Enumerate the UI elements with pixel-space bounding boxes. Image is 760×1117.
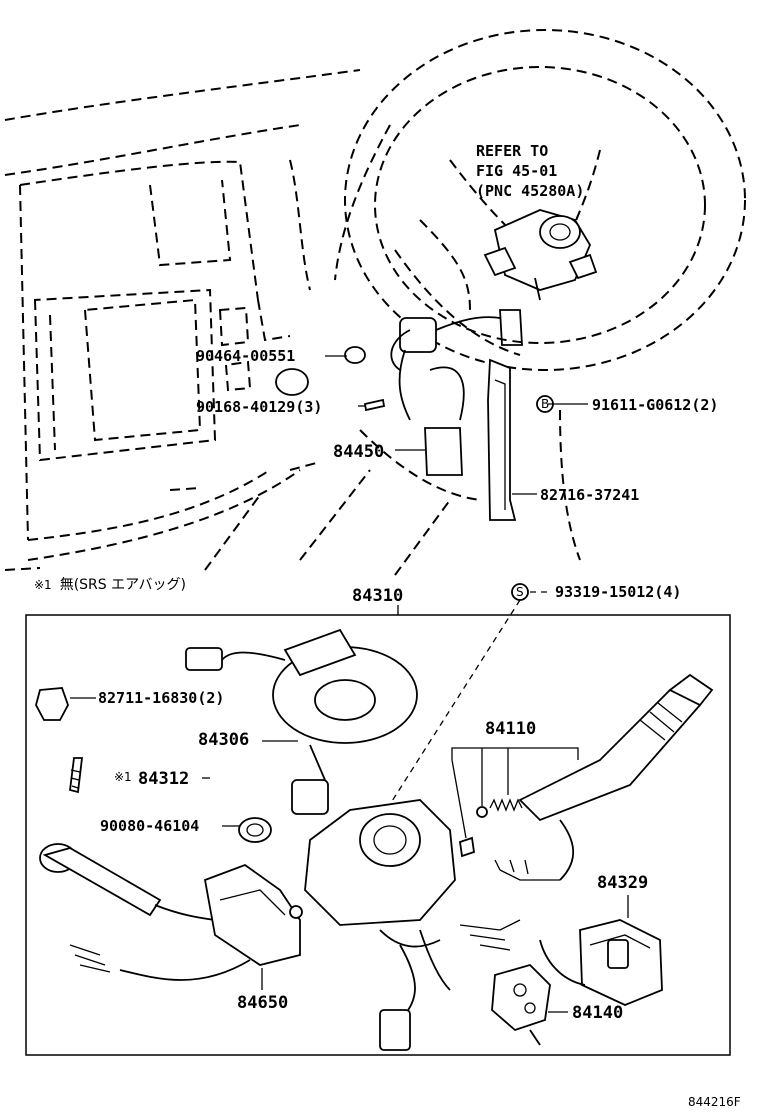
label-90168-40129: 90168-40129(3) — [196, 398, 322, 416]
parts-84110 — [451, 747, 579, 858]
label-84110: 84110 — [485, 719, 536, 739]
label-84329: 84329 — [597, 873, 648, 893]
wiper-switch-lever — [494, 673, 714, 881]
label-84650: 84650 — [237, 993, 288, 1013]
s-symbol: S — [511, 583, 529, 601]
label-82716-37241: 82716-37241 — [540, 486, 639, 504]
label-93319-15012: 93319-15012(4) — [555, 583, 681, 601]
label-84140: 84140 — [572, 1003, 623, 1023]
switch-84140 — [491, 963, 568, 1046]
turn-signal-switch-84650 — [39, 843, 303, 990]
label-90464-00551: 90464-00551 — [196, 347, 295, 365]
b-symbol: B — [536, 395, 554, 413]
screw-84312 — [69, 757, 84, 794]
clip-82711 — [35, 687, 96, 721]
refer-line-1: REFER TO — [476, 142, 548, 160]
refer-line-3: (PNC 45280A) — [476, 182, 584, 200]
svg-text:B: B — [541, 397, 549, 411]
star-marker-84312: ※1 — [114, 770, 132, 784]
refer-column-assembly — [483, 209, 598, 301]
lower-leaders — [202, 740, 298, 779]
switch-body-84310 — [304, 799, 456, 1051]
label-84310: 84310 — [352, 586, 403, 606]
upper-wiring — [275, 309, 523, 521]
label-90080-46104: 90080-46104 — [100, 817, 199, 835]
upper-leaders — [325, 355, 588, 821]
steering-wheel-outline — [204, 29, 746, 576]
label-84312: 84312 — [138, 769, 189, 789]
label-84306: 84306 — [198, 730, 249, 750]
assembly-frame — [25, 614, 731, 1056]
refer-line-2: FIG 45-01 — [476, 162, 557, 180]
dashboard-outline — [4, 69, 391, 571]
svg-text:S: S — [516, 585, 524, 599]
clamp-90080 — [222, 817, 272, 843]
connector-84329 — [459, 895, 663, 1006]
label-82711-16830: 82711-16830(2) — [98, 689, 224, 707]
label-84450: 84450 — [333, 442, 384, 462]
spiral-cable-84306 — [185, 628, 418, 815]
figure-code: 844216F — [688, 1095, 741, 1109]
label-91611-G0612: 91611-G0612(2) — [592, 396, 718, 414]
